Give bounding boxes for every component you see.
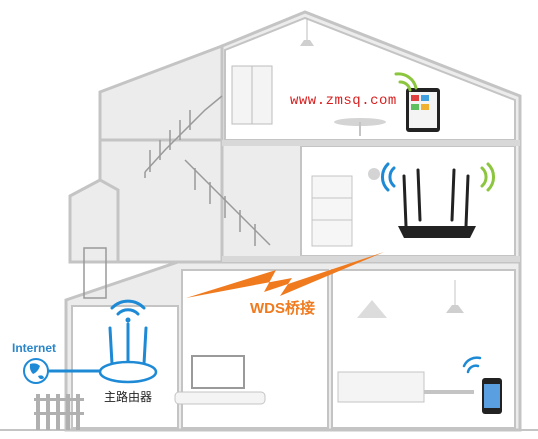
left-roof [98, 43, 224, 142]
sofa-icon [174, 391, 266, 405]
attic-room [224, 16, 516, 141]
watermark: www.zmsq.com [290, 93, 397, 109]
main-router-label: 主路由器 [104, 390, 153, 404]
kitchen-counter [337, 371, 425, 403]
attic-floor [222, 140, 520, 146]
kitchen-lamp [446, 305, 464, 313]
wifi-icon [381, 162, 396, 192]
upper-floor [222, 256, 520, 262]
router-icon [98, 322, 158, 384]
fence [34, 394, 84, 430]
stair-hall [98, 138, 224, 264]
wds-bridge-label: WDS桥接 [250, 300, 315, 317]
phone-icon [482, 378, 502, 414]
staircase [83, 95, 271, 299]
wifi-icon [394, 72, 418, 92]
globe-icon [23, 358, 49, 384]
bookshelf [311, 175, 353, 247]
balcony-block [68, 178, 120, 264]
lightning-icon [186, 252, 384, 298]
wifi-icon [462, 356, 482, 374]
wifi-icon [480, 162, 495, 192]
range-hood [357, 300, 387, 318]
tv-icon [191, 355, 245, 389]
dining-table [424, 390, 474, 394]
wifi-icon [110, 299, 146, 323]
internet-label: Internet [12, 341, 57, 355]
tablet-icon [406, 88, 440, 132]
extender-router-icon [398, 168, 476, 238]
lamp-shade [300, 40, 314, 46]
wall-clock [368, 168, 380, 180]
